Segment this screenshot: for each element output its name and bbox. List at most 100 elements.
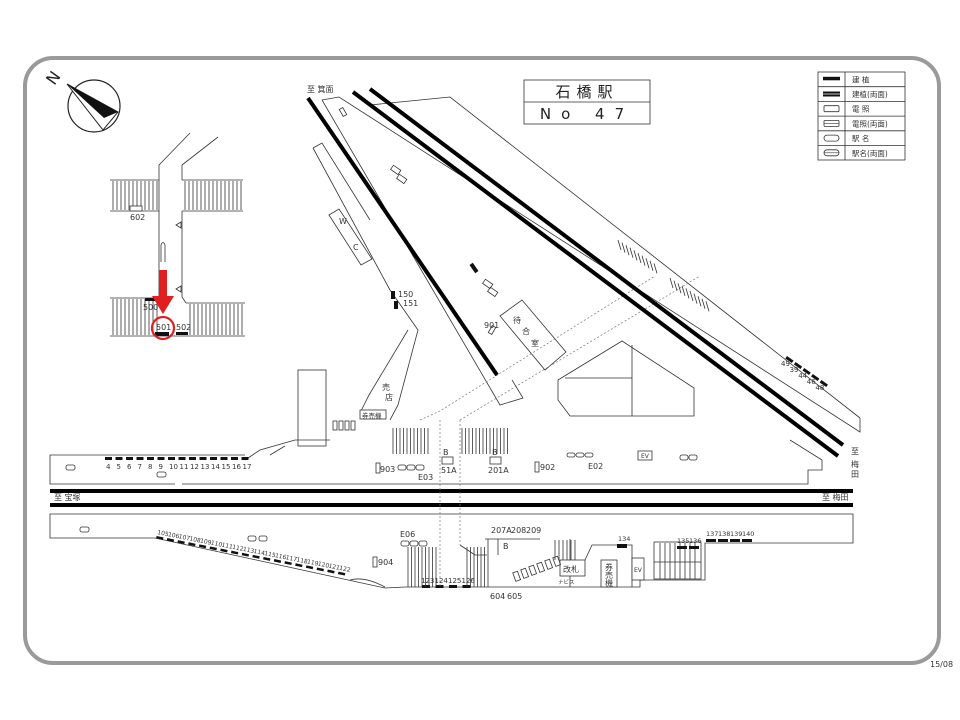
ad-marker	[462, 585, 471, 588]
ad-label: 122	[338, 565, 351, 574]
ad-label: 137	[706, 530, 718, 538]
ad-marker	[136, 457, 144, 460]
ad-label: 904	[378, 558, 393, 567]
elevator-label: EV	[641, 453, 650, 460]
stair-line	[685, 288, 690, 299]
ad-label: 44	[798, 372, 807, 380]
station-name: 石橋駅	[555, 83, 618, 101]
ad-marker	[706, 539, 716, 542]
ad-label: 134	[618, 535, 630, 543]
light-single-icon	[823, 105, 840, 113]
ad-marker	[305, 565, 314, 570]
direction-label: 梅	[851, 459, 859, 469]
ad-label: 124	[435, 577, 449, 585]
ad-marker	[449, 585, 457, 588]
ad-marker	[284, 561, 292, 566]
ad-marker	[189, 457, 196, 460]
ad-label: 604	[490, 592, 505, 601]
ad-marker	[220, 457, 228, 460]
stair-line	[693, 293, 698, 304]
stair-line	[641, 255, 646, 266]
ad-label: 903	[380, 465, 395, 474]
direction-label: 田	[851, 470, 859, 479]
ad-marker	[199, 457, 207, 460]
ad-label: 117	[285, 554, 298, 563]
compass-icon: N	[42, 68, 121, 133]
ad-marker	[188, 542, 196, 547]
station-number: No 47	[540, 105, 634, 123]
ad-label: 46	[807, 378, 816, 386]
ad-label: E06	[400, 530, 415, 539]
ad-marker	[337, 571, 346, 576]
ad-label: 115	[264, 550, 277, 559]
ad-label: 16	[232, 463, 241, 471]
stair-line	[621, 242, 626, 253]
legend-label: 建植(両面)	[852, 89, 888, 99]
legend: 建 植建植(両面)電 照電照(両面)駅 名駅名(両面)	[817, 71, 906, 161]
ad-label: 151	[403, 299, 418, 308]
stair-line	[649, 260, 654, 271]
stair-line	[669, 277, 674, 289]
ad-label: 140	[742, 530, 754, 538]
elevator-label: EV	[634, 567, 643, 574]
ad-label: 136	[689, 537, 701, 545]
stair-line	[673, 280, 678, 291]
ad-marker	[241, 552, 250, 557]
ad-marker	[677, 546, 687, 549]
ad-label: E02	[588, 462, 603, 471]
stair-line	[677, 283, 682, 294]
ad-marker	[220, 548, 228, 553]
highlight-circle	[150, 315, 176, 341]
title-box: 石橋駅 No 47	[523, 79, 651, 125]
ad-label: 51A	[441, 466, 457, 475]
ad-label: 10	[169, 463, 178, 471]
ad-label: 108	[189, 535, 202, 544]
ad-label: 48	[815, 384, 824, 392]
ad-marker	[115, 457, 123, 460]
ad-label: 8	[148, 463, 152, 471]
ad-label: 901	[484, 321, 499, 330]
ad-label: 150	[398, 290, 413, 299]
ad-marker	[166, 538, 175, 542]
ad-marker	[316, 567, 324, 572]
ad-label: 118	[296, 556, 309, 565]
waiting-room-label: 合	[522, 326, 530, 336]
ad-label: 119	[306, 559, 319, 568]
stair-line	[701, 298, 706, 309]
ad-label: 605	[507, 592, 522, 601]
ad-marker	[422, 585, 430, 588]
ad-label: 110	[210, 540, 223, 549]
ticket-machine-label: 売	[605, 570, 613, 580]
ad-label: 120	[317, 561, 330, 570]
ad-marker	[210, 457, 217, 460]
wc-label: C	[353, 243, 359, 252]
ad-marker	[230, 550, 239, 555]
direction-label: 至	[851, 447, 859, 456]
ad-marker	[105, 457, 112, 460]
exit-inset: 602 500 501 502	[110, 132, 245, 341]
waiting-room-label: 待	[513, 315, 521, 325]
bench-label: B	[503, 542, 509, 551]
ad-marker	[126, 457, 133, 460]
wc-label: W	[339, 217, 347, 226]
ad-label: 9	[159, 463, 163, 471]
legend-label: 建 植	[852, 74, 870, 84]
ad-marker	[231, 457, 238, 460]
ad-label: 39	[790, 366, 799, 374]
ad-marker	[263, 556, 271, 561]
ad-marker	[177, 540, 185, 545]
ad-label: 109	[199, 538, 212, 547]
stair-line	[625, 245, 630, 256]
kiosk-label: 店	[385, 392, 393, 402]
ad-label: 500	[143, 303, 158, 312]
navi-label: ナビス	[558, 578, 575, 586]
ad-label: 121	[328, 563, 341, 572]
legend-label: 電照(両面)	[852, 119, 888, 128]
stair-line	[689, 290, 694, 302]
ad-marker	[802, 368, 811, 376]
ad-label: 602	[130, 213, 145, 222]
ad-label: 902	[540, 463, 555, 472]
page-number: 15/08	[930, 660, 953, 669]
